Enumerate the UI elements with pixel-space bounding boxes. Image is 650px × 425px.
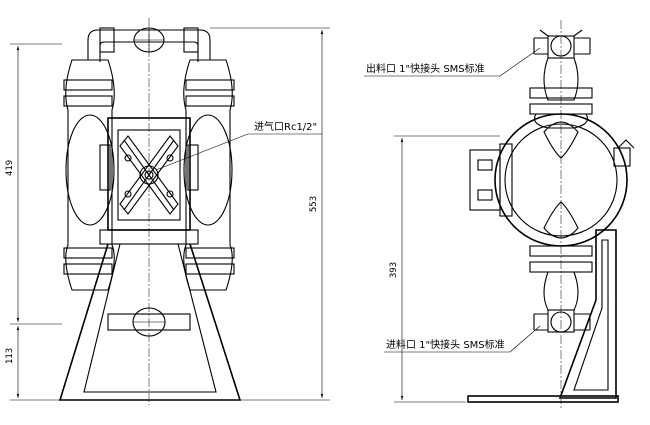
front-view (58, 18, 242, 405)
dim-419-label: 419 (5, 160, 15, 176)
dim-113-label: 113 (5, 348, 15, 364)
dim-393-label: 393 (389, 262, 399, 278)
inlet-callout: 进料口 1"快接头 SMS标准 (384, 325, 541, 353)
inlet-label: 进料口 1"快接头 SMS标准 (386, 338, 505, 351)
front-right-column (183, 59, 235, 291)
front-stand (58, 229, 242, 401)
dim-553-label: 553 (309, 196, 319, 212)
front-dimensions: 419 113 553 (5, 27, 330, 401)
outlet-callout: 出料口 1"快接头 SMS标准 (364, 47, 541, 77)
side-body (469, 113, 635, 247)
side-dimensions: 393 (389, 135, 500, 403)
side-lower-section (467, 229, 619, 403)
air-inlet-callout: 进气口Rc1/2" (155, 120, 322, 171)
side-view (467, 20, 635, 408)
front-left-column (63, 59, 115, 291)
air-inlet-label: 进气口Rc1/2" (254, 120, 317, 133)
outlet-label: 出料口 1"快接头 SMS标准 (366, 62, 485, 75)
